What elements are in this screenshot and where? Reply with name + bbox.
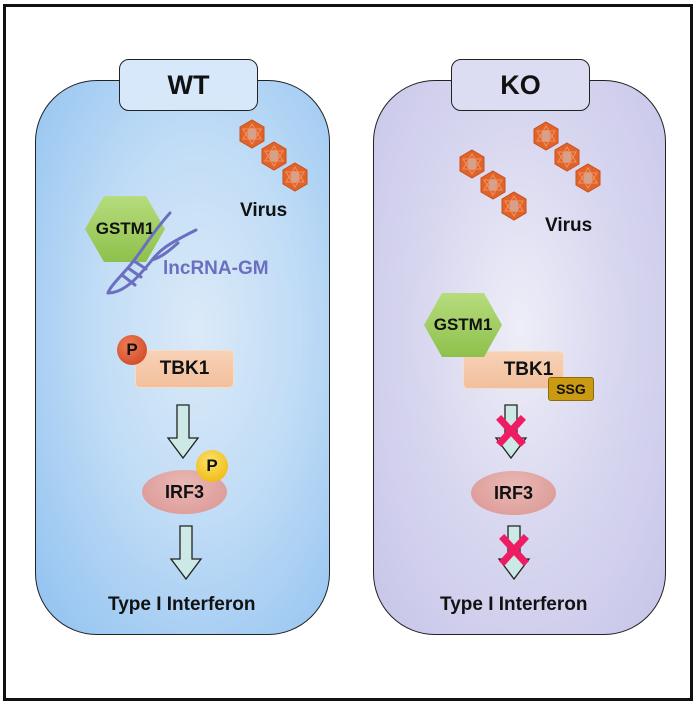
ko-irf3: IRF3 (471, 471, 556, 515)
virus-icon (533, 121, 601, 193)
wt-tbk1: TBK1 (135, 350, 234, 388)
ko-ssg-badge: SSG (548, 377, 594, 401)
ko-tbk1: TBK1 (463, 351, 564, 389)
virus-icon (459, 149, 527, 221)
gstm1-hexagon-icon (424, 293, 502, 357)
ko-output-label: Type I Interferon (440, 594, 588, 615)
wt-gstm1-label: GSTM1 (95, 219, 155, 238)
block-x-icon (499, 534, 529, 566)
wt-virus-label: Virus (240, 200, 288, 221)
ko-title: KO (451, 59, 590, 111)
wt-title: WT (119, 59, 258, 111)
arrow-down-icon (169, 525, 203, 581)
arrow-down-icon (166, 404, 200, 460)
wt-tbk1-phospho: P (117, 335, 147, 365)
blocked-arrow-icon (497, 525, 531, 581)
blocked-arrow-icon (494, 404, 528, 460)
ko-virus-label: Virus (545, 215, 593, 236)
wt-output-label: Type I Interferon (108, 594, 256, 615)
lncrna-label: lncRNA-GM (163, 258, 269, 279)
block-x-icon (496, 415, 526, 447)
virus-icon (239, 119, 308, 192)
lncrna-icon (106, 211, 198, 295)
ko-gstm1: GSTM1 (423, 291, 503, 359)
wt-irf3-phospho: P (196, 450, 228, 482)
virus-particle (239, 119, 308, 192)
ko-tbk1-label: TBK1 (503, 359, 554, 380)
ko-gstm1-label: GSTM1 (433, 315, 493, 334)
